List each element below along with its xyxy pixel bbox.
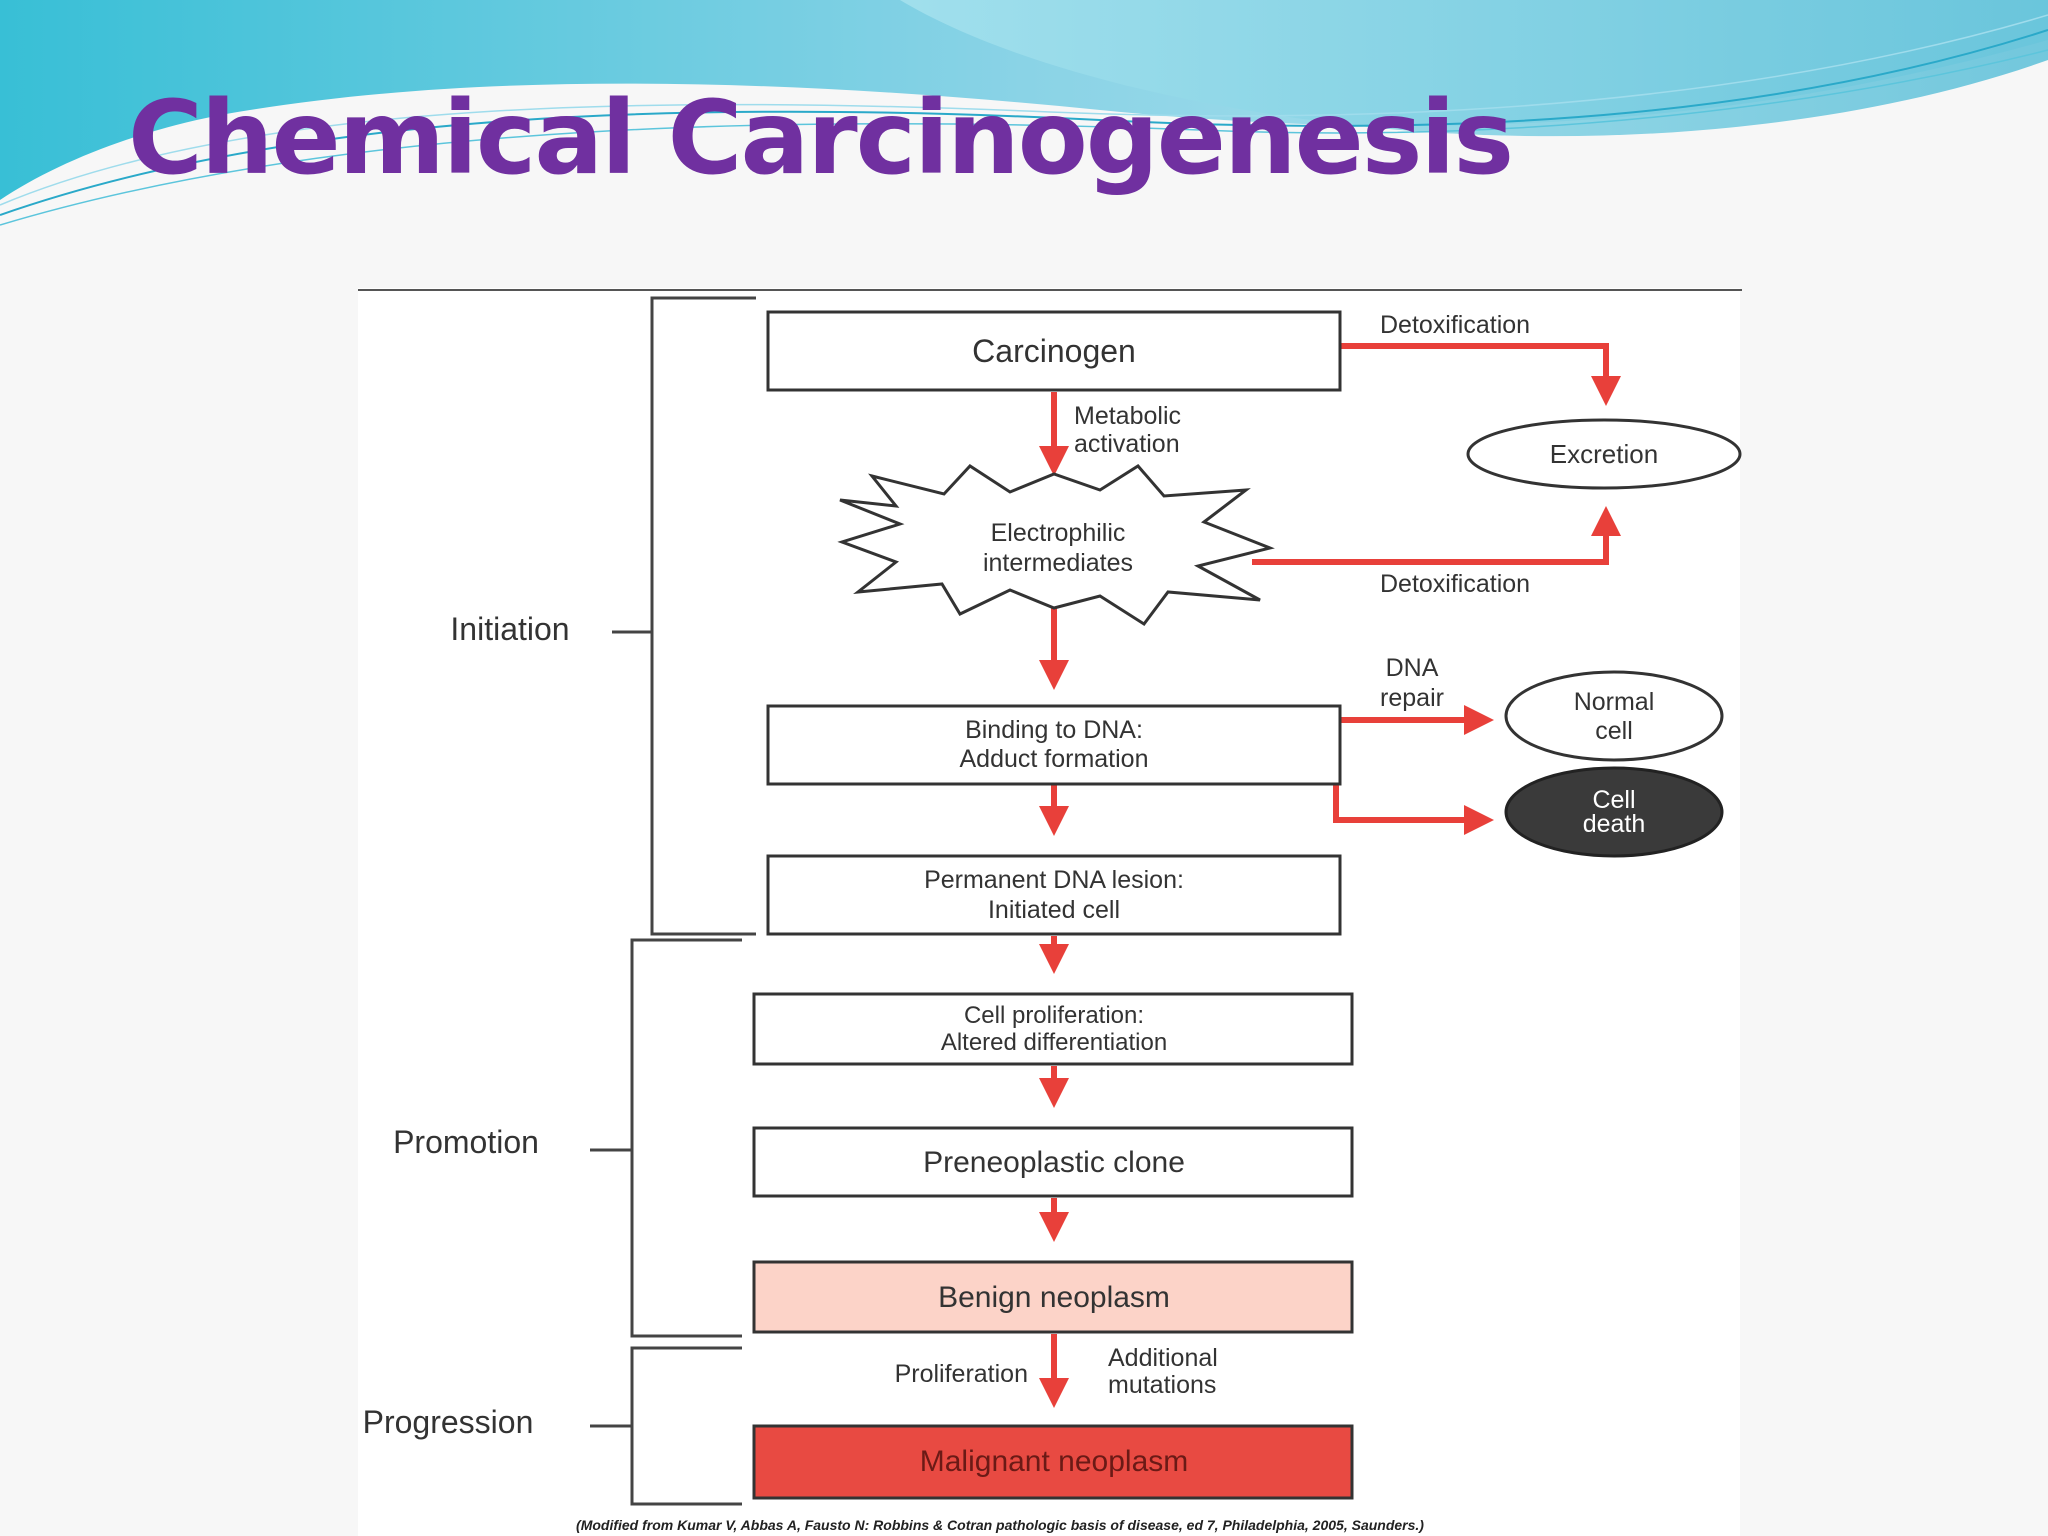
slide-title: Chemical Carcinogenesis: [128, 79, 1514, 198]
label-proliferation: Proliferation: [895, 1360, 1028, 1388]
node-cell-death-label-1: Cell: [1592, 786, 1635, 814]
node-proliferation-label-2: Altered differentiation: [941, 1029, 1167, 1056]
wave-line-2: [0, 49, 2048, 226]
node-malignant-neoplasm: [752, 1424, 1354, 1500]
node-permanent-lesion: [766, 854, 1342, 936]
node-carcinogen-label: Carcinogen: [972, 333, 1136, 369]
node-cell-death: [1504, 766, 1724, 858]
node-binding-label-2: Adduct formation: [960, 745, 1149, 773]
label-metabolic: Metabolic: [1074, 402, 1181, 430]
node-normal-cell-label-2: cell: [1595, 717, 1633, 745]
wave-line-3: [0, 14, 2048, 206]
arrow-cell-death: [1333, 784, 1494, 835]
initiation-bracket: [650, 296, 756, 936]
label-dna: DNA: [1386, 654, 1439, 682]
node-electrophilic-label-2: intermediates: [983, 549, 1133, 577]
arrow-detox-top: [1340, 343, 1621, 406]
stage-label-progression: Progression: [363, 1404, 534, 1440]
stage-label-promotion: Promotion: [393, 1124, 539, 1160]
node-proliferation-label-1: Cell proliferation:: [964, 1002, 1144, 1029]
node-cell-death-label-2: death: [1583, 810, 1646, 838]
node-carcinogen: [766, 310, 1342, 392]
node-cell-proliferation: [752, 992, 1354, 1066]
label-repair: repair: [1380, 684, 1444, 712]
node-preneoplastic-clone: [752, 1126, 1354, 1198]
node-normal-cell: [1504, 670, 1724, 762]
node-preneoplastic-label: Preneoplastic clone: [923, 1146, 1185, 1179]
node-electrophilic-starburst: [837, 464, 1275, 627]
node-benign-label: Benign neoplasm: [938, 1281, 1170, 1314]
node-lesion-label-2: Initiated cell: [988, 896, 1120, 924]
node-malignant-label: Malignant neoplasm: [920, 1445, 1189, 1478]
node-benign-neoplasm: [752, 1260, 1354, 1334]
node-excretion: [1466, 418, 1742, 490]
node-lesion-label-1: Permanent DNA lesion:: [924, 866, 1184, 894]
label-detoxification-bottom: Detoxification: [1380, 570, 1530, 598]
node-excretion-label: Excretion: [1550, 439, 1658, 469]
stage-label-initiation: Initiation: [450, 611, 569, 647]
label-additional: Additional: [1108, 1344, 1218, 1372]
node-electrophilic-label-1: Electrophilic: [991, 519, 1126, 547]
progression-bracket: [630, 1346, 742, 1506]
wave-line-1: [0, 29, 2048, 216]
wave-right: [900, 0, 2048, 137]
node-binding-dna: [766, 704, 1342, 786]
node-normal-cell-label-1: Normal: [1574, 688, 1655, 716]
arrow-detox-bottom: [1252, 506, 1621, 565]
node-binding-label-1: Binding to DNA:: [965, 716, 1143, 744]
citation-text: (Modified from Kumar V, Abbas A, Fausto …: [576, 1517, 1424, 1533]
label-detoxification-top: Detoxification: [1380, 311, 1530, 339]
label-activation: activation: [1074, 430, 1180, 458]
label-mutations: mutations: [1108, 1371, 1216, 1399]
promotion-bracket: [630, 938, 742, 1338]
